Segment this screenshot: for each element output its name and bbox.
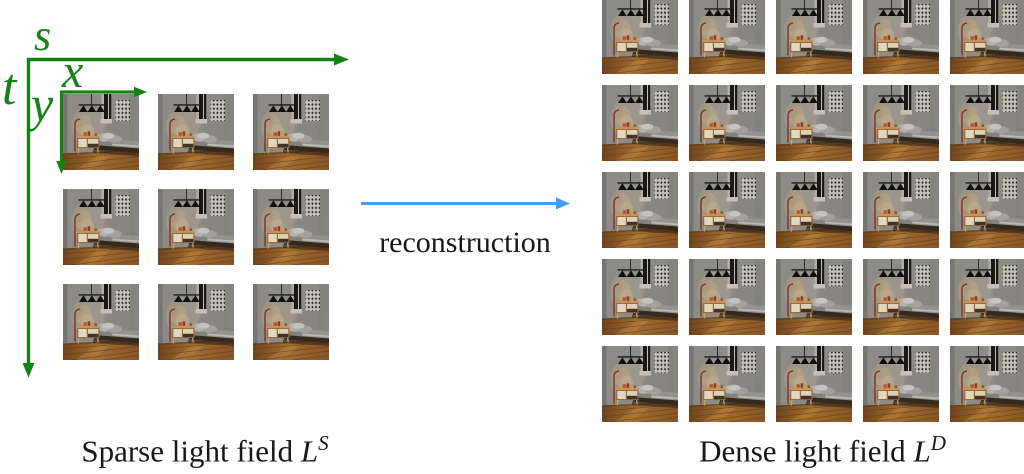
light-field-view-thumbnail: [776, 259, 852, 335]
bedroom-scene-image: [950, 259, 1024, 335]
bedroom-scene-image: [863, 259, 939, 335]
dense-caption-superscript: D: [930, 431, 946, 455]
bedroom-scene-image: [689, 346, 765, 422]
bedroom-scene-image: [863, 172, 939, 248]
bedroom-scene-image: [689, 0, 765, 74]
light-field-view-thumbnail: [776, 172, 852, 248]
bedroom-scene-image: [253, 94, 329, 170]
bedroom-scene-image: [863, 346, 939, 422]
light-field-view-thumbnail: [253, 94, 329, 170]
axis-label-y: y: [31, 76, 54, 132]
dense-caption-symbol: L: [913, 433, 931, 469]
axis-label-s: s: [34, 11, 52, 60]
light-field-view-thumbnail: [863, 259, 939, 335]
light-field-view-thumbnail: [863, 172, 939, 248]
bedroom-scene-image: [689, 172, 765, 248]
reconstruction-label: reconstruction: [379, 226, 551, 259]
light-field-view-thumbnail: [602, 172, 678, 248]
light-field-view-thumbnail: [158, 284, 234, 360]
bedroom-scene-image: [863, 0, 939, 74]
light-field-view-thumbnail: [776, 346, 852, 422]
bedroom-scene-image: [950, 85, 1024, 161]
bedroom-scene-image: [950, 346, 1024, 422]
light-field-view-thumbnail: [776, 0, 852, 74]
light-field-view-thumbnail: [863, 346, 939, 422]
bedroom-scene-image: [602, 346, 678, 422]
dense-grid: [602, 0, 1024, 422]
light-field-view-thumbnail: [602, 85, 678, 161]
sparse-caption-symbol: L: [300, 433, 319, 469]
light-field-view-thumbnail: [950, 172, 1024, 248]
bedroom-scene-image: [776, 0, 852, 74]
light-field-view-thumbnail: [63, 284, 139, 360]
light-field-view-thumbnail: [63, 94, 139, 170]
bedroom-scene-image: [602, 85, 678, 161]
bedroom-scene-image: [602, 0, 678, 74]
light-field-view-thumbnail: [602, 346, 678, 422]
bedroom-scene-image: [863, 85, 939, 161]
light-field-view-thumbnail: [253, 189, 329, 265]
light-field-view-thumbnail: [689, 259, 765, 335]
bedroom-scene-image: [776, 346, 852, 422]
light-field-view-thumbnail: [689, 346, 765, 422]
bedroom-scene-image: [158, 94, 234, 170]
light-field-view-thumbnail: [253, 284, 329, 360]
bedroom-scene-image: [950, 0, 1024, 74]
light-field-view-thumbnail: [950, 85, 1024, 161]
bedroom-scene-image: [158, 189, 234, 265]
sparse-caption: Sparse light field LS: [40, 431, 370, 469]
dense-caption-text: Dense light field: [699, 433, 914, 469]
light-field-view-thumbnail: [602, 0, 678, 74]
light-field-view-thumbnail: [863, 85, 939, 161]
t-axis-arrowhead-icon: [22, 363, 35, 378]
light-field-view-thumbnail: [63, 189, 139, 265]
light-field-view-thumbnail: [950, 346, 1024, 422]
light-field-view-thumbnail: [689, 172, 765, 248]
bedroom-scene-image: [63, 189, 139, 265]
bedroom-scene-image: [602, 259, 678, 335]
light-field-view-thumbnail: [950, 259, 1024, 335]
bedroom-scene-image: [776, 259, 852, 335]
bedroom-scene-image: [158, 284, 234, 360]
bedroom-scene-image: [776, 172, 852, 248]
light-field-view-thumbnail: [776, 85, 852, 161]
light-field-view-thumbnail: [950, 0, 1024, 74]
bedroom-scene-image: [63, 94, 139, 170]
light-field-view-thumbnail: [158, 189, 234, 265]
light-field-view-thumbnail: [602, 259, 678, 335]
light-field-view-thumbnail: [158, 94, 234, 170]
light-field-view-thumbnail: [689, 0, 765, 74]
s-axis-arrowhead-icon: [334, 53, 349, 66]
bedroom-scene-image: [253, 284, 329, 360]
bedroom-scene-image: [253, 189, 329, 265]
bedroom-scene-image: [63, 284, 139, 360]
bedroom-scene-image: [950, 172, 1024, 248]
bedroom-scene-image: [689, 85, 765, 161]
axis-label-t: t: [2, 59, 17, 116]
sparse-caption-superscript: S: [318, 431, 329, 455]
light-field-view-thumbnail: [863, 0, 939, 74]
bedroom-scene-image: [602, 172, 678, 248]
sparse-caption-text: Sparse light field: [81, 433, 301, 469]
sparse-grid: [63, 94, 329, 360]
axis-label-x: x: [62, 45, 84, 98]
dense-caption: Dense light field LD: [655, 431, 990, 469]
bedroom-scene-image: [689, 259, 765, 335]
bedroom-scene-image: [776, 85, 852, 161]
light-field-view-thumbnail: [689, 85, 765, 161]
reconstruction-arrowhead-icon: [556, 197, 570, 210]
